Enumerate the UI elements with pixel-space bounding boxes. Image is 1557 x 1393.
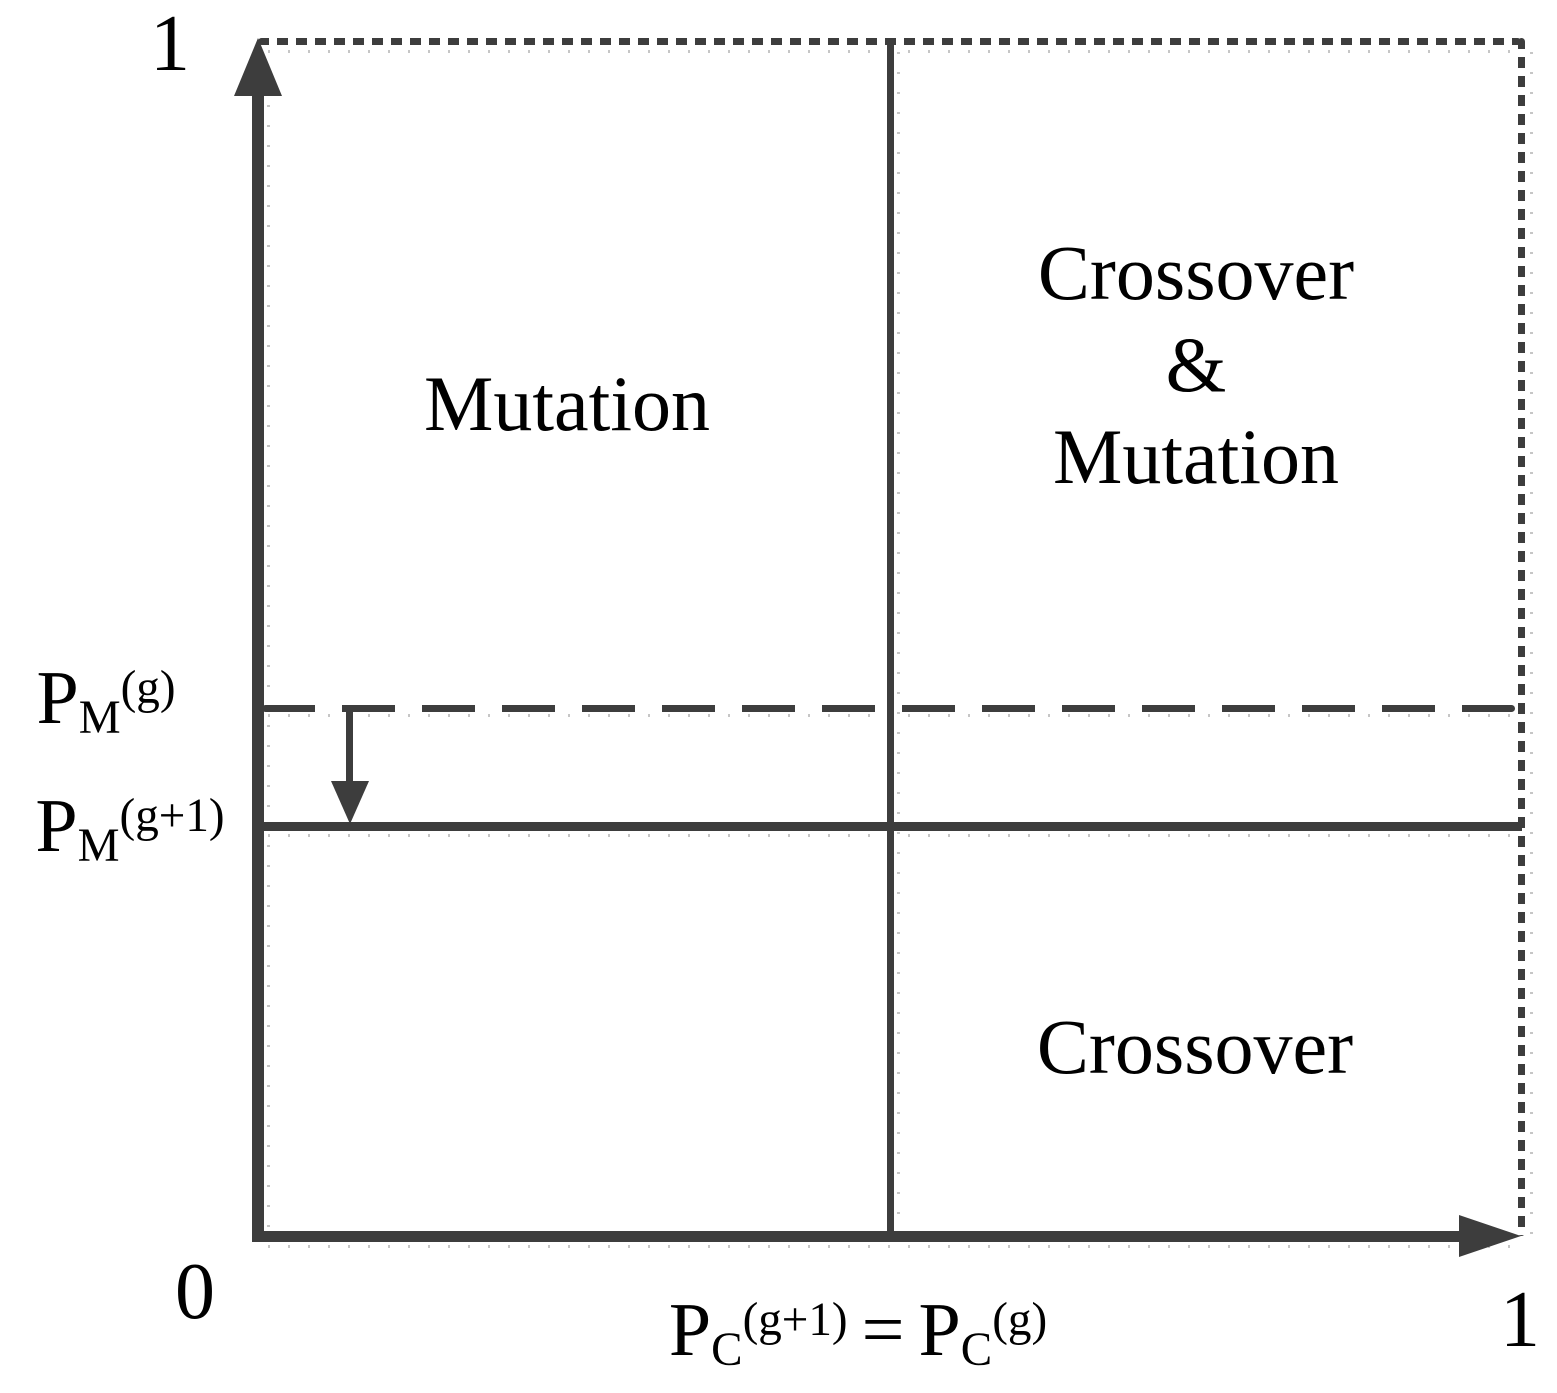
decrease-arrow-stem (346, 710, 353, 785)
y-axis-line (252, 60, 264, 1240)
x-axis-tick-label-1: 1 (1500, 1276, 1540, 1364)
y-axis-shadow (267, 105, 270, 1233)
pm-g1-solid-line (258, 822, 1522, 831)
crossover-and-mutation-line-3: Mutation (1053, 413, 1339, 500)
right-border-shadow (1530, 52, 1533, 1247)
crossover-and-mutation-line-1: Crossover (1037, 229, 1355, 316)
pc-g1-superscript: (g+1) (742, 1293, 848, 1346)
crossover-and-mutation-line-2: & (1165, 321, 1227, 408)
pm-g1-superscript: (g+1) (119, 789, 225, 842)
decrease-arrowhead-icon (331, 781, 369, 824)
pc-g-base: P (918, 1287, 961, 1372)
pc-g-superscript: (g) (992, 1293, 1048, 1346)
mid-divider-shadow (897, 52, 900, 1232)
x-axis-arrowhead-icon (1459, 1215, 1521, 1257)
pm-g-base: P (36, 655, 79, 740)
right-dotted-border (1518, 38, 1525, 1236)
pc-g1-base: P (668, 1287, 712, 1372)
pm-g1-base: P (35, 783, 78, 868)
vertical-divider-line (887, 41, 894, 1235)
pm-g1-subscript: M (77, 820, 120, 873)
pm-g-dashed-line (262, 705, 1515, 712)
pm-g-subscript: M (78, 692, 121, 745)
pm-g1-label: PM(g+1) (35, 788, 224, 870)
pc-g1-subscript: C (711, 1324, 743, 1377)
y-axis-tick-label-1: 1 (150, 0, 190, 88)
region-label-mutation: Mutation (424, 360, 710, 447)
top-border-shadow (268, 50, 1521, 53)
x-axis-line (252, 1231, 1464, 1242)
pm-g-superscript: (g) (120, 661, 176, 714)
x-axis-label: PC(g+1)=PC(g) (669, 1292, 1047, 1374)
region-label-crossover-and-mutation: Crossover & Mutation (1038, 227, 1354, 503)
pc-g-subscript: C (960, 1324, 993, 1377)
origin-tick-label-0: 0 (175, 1248, 215, 1336)
pm-g1-line-shadow (268, 834, 1521, 837)
x-axis-shadow (268, 1245, 1521, 1248)
region-label-crossover: Crossover (1036, 1003, 1354, 1090)
equals-sign: = (861, 1287, 905, 1372)
y-axis-arrowhead-icon (234, 38, 282, 96)
pm-g-label: PM(g) (36, 660, 175, 742)
